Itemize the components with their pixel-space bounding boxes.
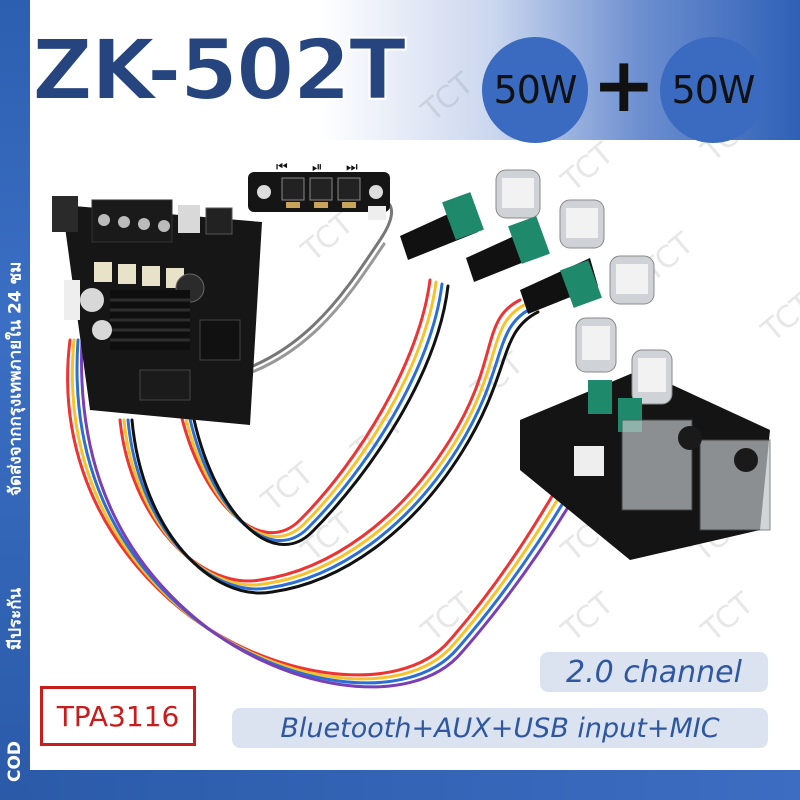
channel-caption: 2.0 channel xyxy=(540,652,768,692)
cod-label: COD xyxy=(5,740,25,782)
next-track-icon: ⏭ xyxy=(346,160,358,175)
chip-label: TPA3116 xyxy=(40,686,196,746)
power-badge-left: 50W xyxy=(482,37,588,143)
inputs-caption: Bluetooth+AUX+USB input+MIC xyxy=(232,708,768,748)
amplifier-main-board xyxy=(52,196,262,425)
button-control-board xyxy=(248,172,390,220)
volume-knob-boards xyxy=(400,169,655,314)
power-badge-right: 50W xyxy=(660,37,766,143)
bottom-band xyxy=(0,770,800,800)
cable-bundle xyxy=(66,198,600,689)
mic-input-board xyxy=(520,317,771,560)
previous-track-icon: ⏮ xyxy=(276,160,288,175)
shipping-note: จัดส่งจากกรุงเทพภายใน 24 ชม xyxy=(5,262,26,497)
control-button-labels: ⏮ ⏯ ⏭ xyxy=(276,160,358,175)
warranty-label: มีประกัน xyxy=(5,587,26,650)
plus-sign: + xyxy=(592,40,656,129)
model-title: ZK-502T xyxy=(31,21,407,119)
side-text-group: COD มีประกัน จัดส่งจากกรุงเทพภายใน 24 ชม xyxy=(3,262,27,782)
play-pause-icon: ⏯ xyxy=(312,160,322,175)
side-info-strip: COD มีประกัน จัดส่งจากกรุงเทพภายใน 24 ชม xyxy=(0,0,30,800)
